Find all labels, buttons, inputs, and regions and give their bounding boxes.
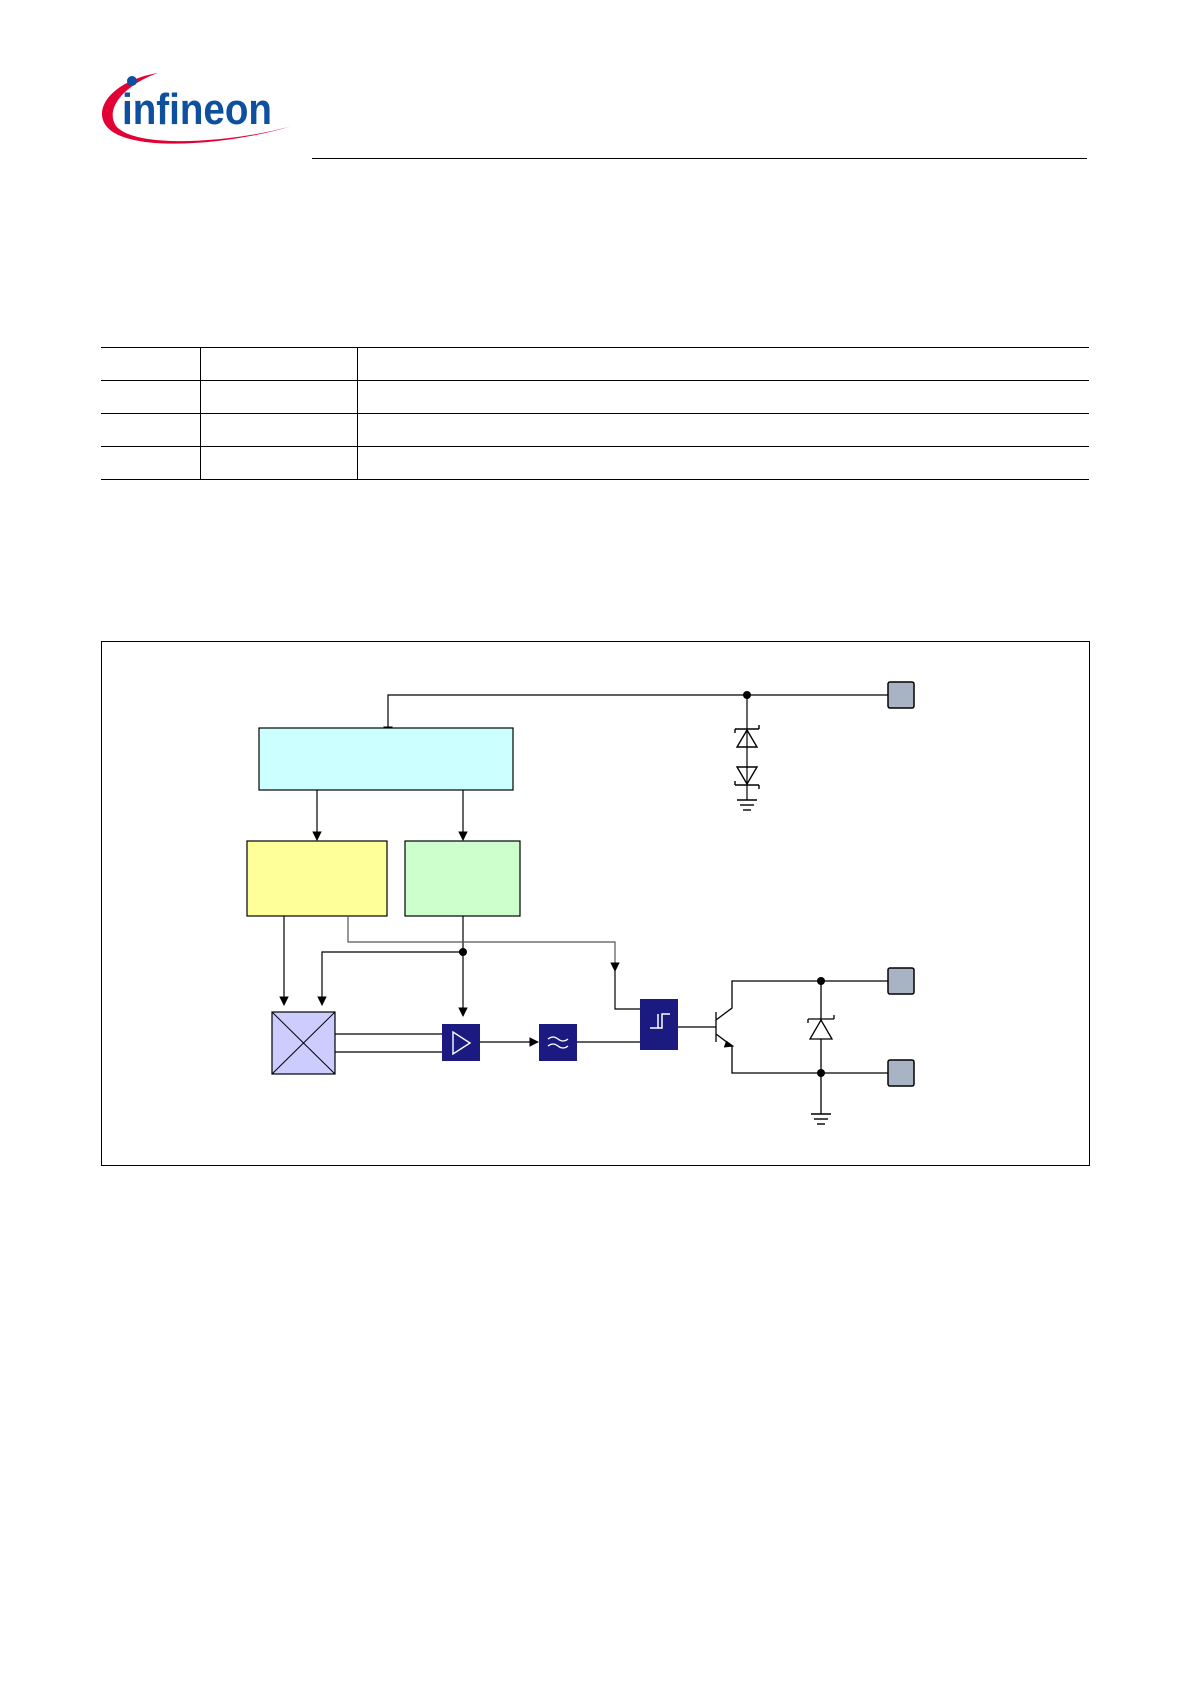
table-cell [101,347,200,381]
table-row [101,347,1089,381]
table-cell [356,347,1089,381]
table-cell [356,413,1089,447]
supply-junction [743,691,751,699]
block-diagram-frame [101,641,1090,1166]
schmitt-trigger-icon [640,999,678,1050]
svg-text:infineon: infineon [122,85,272,134]
table-cell [199,347,357,381]
table-row [101,413,1089,447]
left-block [246,840,388,917]
header-rule [312,158,1087,159]
table-cell [356,446,1089,480]
emitter-junction [817,1069,825,1077]
ground-pad-icon [887,1059,915,1087]
table-cell [101,380,200,414]
table-cell [101,413,200,447]
esd-diode-icon [734,725,760,789]
top-block [258,727,514,791]
table-row [101,446,1089,480]
mixer-icon [271,1011,336,1075]
clamp-diode-icon [807,981,835,1114]
collector-junction [817,977,825,985]
table-cell [199,413,357,447]
table-cell [101,446,200,480]
table-cell [199,446,357,480]
table-cell [356,380,1089,414]
output-pad-icon [887,967,915,995]
infineon-logo: infineon [101,73,292,144]
pin-definition-table [101,347,1089,480]
filter-icon [539,1024,577,1061]
control-junction [459,948,467,956]
pad-icon [887,681,915,709]
transistor-icon [715,980,888,1074]
amplifier-icon [442,1024,480,1061]
table-cell [199,380,357,414]
right-block [404,840,521,917]
output-ground-icon [811,1113,831,1125]
block-diagram [246,681,915,1125]
ground-icon [737,799,757,811]
table-row [101,380,1089,414]
